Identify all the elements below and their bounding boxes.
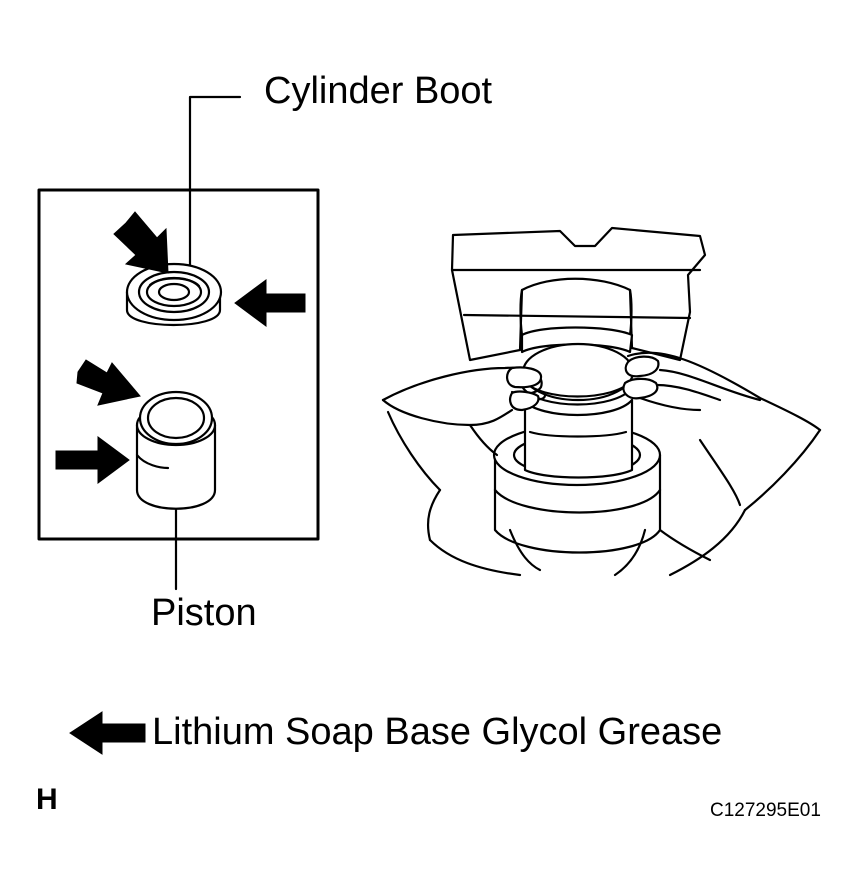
- view-code-label: H: [36, 783, 58, 816]
- caliper-assembly: [450, 226, 707, 577]
- boot-leader-line: [188, 95, 242, 270]
- piston-part: [135, 390, 217, 510]
- right-hand: [622, 351, 822, 577]
- left-hand: [381, 366, 547, 577]
- cylinder-boot-part: [125, 262, 223, 327]
- piston-side-grease-arrow: [55, 436, 130, 484]
- grease-legend-text: Lithium Soap Base Glycol Grease: [152, 711, 723, 753]
- boot-side-grease-arrow: [234, 279, 306, 327]
- piston-top-grease-arrow: [76, 359, 141, 406]
- legend-grease-arrow-icon: [69, 711, 146, 755]
- cylinder-boot-label: Cylinder Boot: [264, 70, 493, 112]
- inset-frame: [37, 188, 320, 541]
- piston-label: Piston: [151, 592, 257, 634]
- boot-top-grease-arrow: [113, 211, 169, 274]
- figure-code-label: C127295E01: [710, 800, 821, 821]
